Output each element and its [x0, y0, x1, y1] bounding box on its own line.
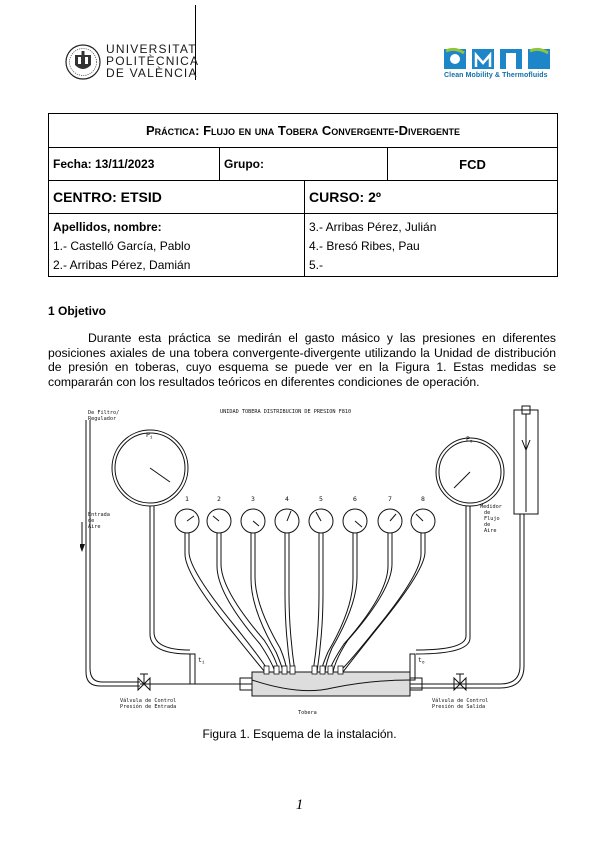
page-number: 1 — [295, 797, 304, 813]
practice-title-prefix: Práctica: — [145, 123, 200, 138]
center-cell: CENTRO: ETSID — [53, 189, 162, 205]
ti-label: ti — [198, 656, 205, 666]
flow-meter-label-2: de — [484, 510, 490, 516]
practice-info-table: Práctica: Flujo en una Tobera Convergent… — [48, 113, 558, 277]
upv-line-2: POLITÈCNICA — [106, 54, 200, 68]
inlet-valve-label-1: Válvula de Control — [120, 697, 176, 704]
inlet-valve-label-2: Presión de Entrada — [120, 703, 176, 710]
inlet-label-2: de — [88, 518, 94, 524]
table-names-row: Apellidos, nombre: 1.- Castelló García, … — [49, 214, 557, 277]
student-name: 1.- Castelló García, Pablo — [53, 239, 191, 253]
flow-meter-label-3: Flujo — [484, 516, 500, 522]
outlet-valve-label-1: Válvula de Control — [432, 697, 488, 704]
date-cell: Fecha: 13/11/2023 — [53, 157, 155, 171]
from-filter-label-1: De Filtro/ — [88, 410, 119, 416]
gauge-number: 2 — [217, 495, 221, 503]
pi-label: Pi — [146, 431, 153, 441]
figure-caption: Figura 1. Esquema de la instalación. — [202, 727, 397, 741]
pressure-tap-tubes — [184, 533, 426, 673]
nozzle-body — [251, 671, 411, 697]
gauge-number: 6 — [353, 495, 357, 503]
practice-title: Práctica: Flujo en una Tobera Convergent… — [49, 114, 557, 147]
names-right-cell: 3.- Arribas Pérez, Julián 4.- Bresó Ribe… — [304, 214, 557, 276]
table-center-row: CENTRO: ETSID CURSO: 2º — [49, 181, 557, 214]
gauge-number: 4 — [285, 495, 289, 503]
from-filter-label-2: Regulador — [88, 416, 116, 422]
cmt-logo-icon — [444, 47, 550, 69]
flow-meter-label-5: Aire — [484, 528, 497, 534]
pressure-taps — [263, 665, 344, 675]
diagram-title: UNIDAD TOBERA DISTRIBUCION DE PRESION F8… — [220, 409, 351, 415]
upv-line-3: DE VALÈNCIA — [106, 66, 198, 80]
header-divider — [195, 5, 196, 80]
practice-title-main: Flujo en una Tobera Convergente-Divergen… — [203, 123, 461, 138]
flow-meter — [513, 409, 539, 515]
gauge-number: 3 — [251, 495, 255, 503]
student-name: 3.- Arribas Pérez, Julián — [309, 220, 437, 234]
names-left-cell: Apellidos, nombre: 1.- Castelló García, … — [49, 214, 304, 276]
cmt-tagline: Clean Mobility & Thermofluids — [444, 72, 548, 79]
inlet-valve-icon — [137, 676, 151, 692]
flow-meter-label-1: Medidor — [480, 504, 502, 510]
upv-seal-icon — [65, 44, 101, 80]
student-name: 2.- Arribas Pérez, Damián — [53, 258, 191, 272]
student-name: 4.- Bresó Ribes, Pau — [309, 239, 420, 253]
supply-pipe-inner — [89, 420, 140, 683]
po-label: Po — [466, 435, 473, 445]
group-cell: Grupo: — [219, 148, 387, 180]
outlet-valve-label-2: Presión de Salida — [432, 703, 485, 710]
flow-meter-label-4: de — [484, 522, 490, 528]
nozzle-label: Tobera — [298, 710, 317, 716]
upv-wordmark: UNIVERSITAT POLITÈCNICA DE VALÈNCIA — [106, 43, 199, 79]
names-heading: Apellidos, nombre: — [53, 220, 162, 234]
gauge-number: 7 — [388, 495, 392, 503]
fcd-cell: FCD — [387, 148, 557, 180]
gauge-number: 8 — [421, 495, 425, 503]
student-name: 5.- — [309, 258, 324, 272]
supply-pipe — [85, 420, 140, 687]
gauge-number: 1 — [185, 495, 189, 503]
small-pressure-gauges — [174, 508, 436, 534]
inlet-thermometer — [189, 653, 196, 685]
inlet-label-3: Aire — [88, 524, 101, 530]
inlet-arrow-icon — [80, 544, 85, 552]
gauge-number: 5 — [319, 495, 323, 503]
outlet-thermometer — [409, 653, 416, 681]
inlet-label-1: Entrada — [88, 512, 110, 518]
upv-line-1: UNIVERSITAT — [106, 42, 197, 56]
table-date-row: Fecha: 13/11/2023 Grupo: FCD — [49, 148, 557, 181]
to-label: to — [418, 656, 425, 666]
table-title-row: Práctica: Flujo en una Tobera Convergent… — [49, 114, 557, 148]
outlet-valve-icon — [453, 676, 467, 692]
section-heading: 1 Objetivo — [48, 304, 107, 318]
objective-paragraph: Durante esta práctica se medirán el gast… — [48, 331, 556, 389]
installation-diagram: UNIDAD TOBERA DISTRIBUCION DE PRESION F8… — [80, 405, 539, 716]
course-cell: CURSO: 2º — [304, 181, 557, 213]
